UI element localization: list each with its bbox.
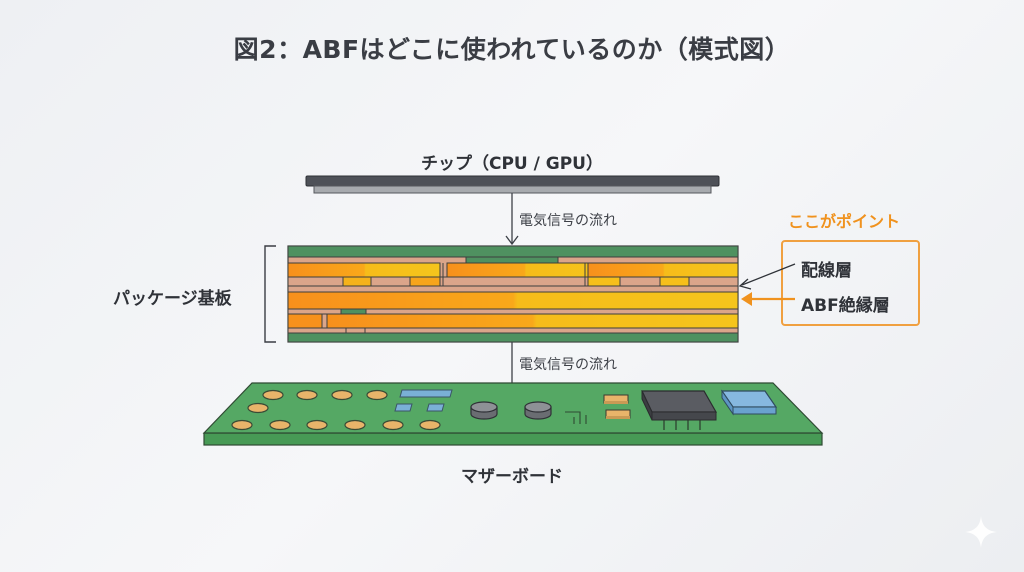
wiring-trace bbox=[659, 276, 690, 287]
top-solder-resist bbox=[287, 245, 739, 258]
via-pad bbox=[340, 308, 367, 315]
substrate-bracket bbox=[264, 245, 276, 343]
pad bbox=[419, 419, 441, 431]
chip-body bbox=[305, 175, 720, 187]
pad bbox=[231, 419, 253, 431]
top-pad bbox=[465, 256, 559, 264]
package-substrate bbox=[287, 245, 739, 343]
blue-module bbox=[720, 389, 778, 416]
wiring-trace bbox=[409, 276, 441, 287]
callout-heading: ここがポイント bbox=[788, 212, 901, 231]
wiring-trace bbox=[587, 276, 621, 287]
page-title: 図2：ABFはどこに使われているのか（模式図） bbox=[233, 35, 791, 64]
pad bbox=[247, 402, 269, 414]
motherboard-label: マザーボード bbox=[461, 467, 563, 487]
pad bbox=[306, 419, 328, 431]
callout-box bbox=[781, 240, 920, 326]
abf-layer-2 bbox=[287, 291, 739, 310]
package-substrate-label: パッケージ基板 bbox=[113, 289, 232, 309]
bottom-solder-resist bbox=[287, 332, 739, 343]
abf-layer-1b bbox=[446, 262, 603, 278]
pad bbox=[269, 419, 291, 431]
signal-flow-label-top: 電気信号の流れ bbox=[519, 213, 617, 229]
chip-base bbox=[313, 185, 712, 194]
blue-strip-component bbox=[399, 389, 453, 398]
pad bbox=[344, 419, 366, 431]
pad bbox=[262, 389, 284, 401]
motherboard bbox=[202, 382, 824, 446]
chip bbox=[305, 175, 720, 194]
abf-layer-3b bbox=[326, 313, 739, 329]
wiring-layer-pointer bbox=[741, 263, 796, 286]
ic-chip bbox=[641, 390, 718, 430]
trace-lines bbox=[565, 411, 587, 424]
abf-layer-3a bbox=[287, 313, 323, 329]
callout-item-wiring-layer: 配線層 bbox=[801, 261, 852, 281]
chip-label: チップ（CPU / GPU） bbox=[420, 154, 603, 174]
pad bbox=[296, 389, 318, 401]
sparkle-icon bbox=[965, 516, 997, 548]
capacitor bbox=[470, 401, 498, 420]
capacitor bbox=[524, 401, 552, 420]
pad bbox=[382, 419, 404, 431]
abf-layer-1a bbox=[287, 262, 441, 278]
pad bbox=[366, 389, 388, 401]
blue-small-component bbox=[426, 403, 445, 412]
blue-small-component bbox=[394, 403, 413, 412]
signal-arrow-top-head bbox=[505, 235, 519, 246]
gold-pads bbox=[231, 389, 441, 431]
pad bbox=[331, 389, 353, 401]
signal-flow-label-bottom: 電気信号の流れ bbox=[519, 357, 617, 373]
abf-layer-1c bbox=[587, 262, 739, 278]
callout-item-abf-layer: ABF絶縁層 bbox=[801, 296, 890, 316]
wiring-trace bbox=[342, 276, 372, 287]
motherboard-edge bbox=[203, 432, 823, 446]
